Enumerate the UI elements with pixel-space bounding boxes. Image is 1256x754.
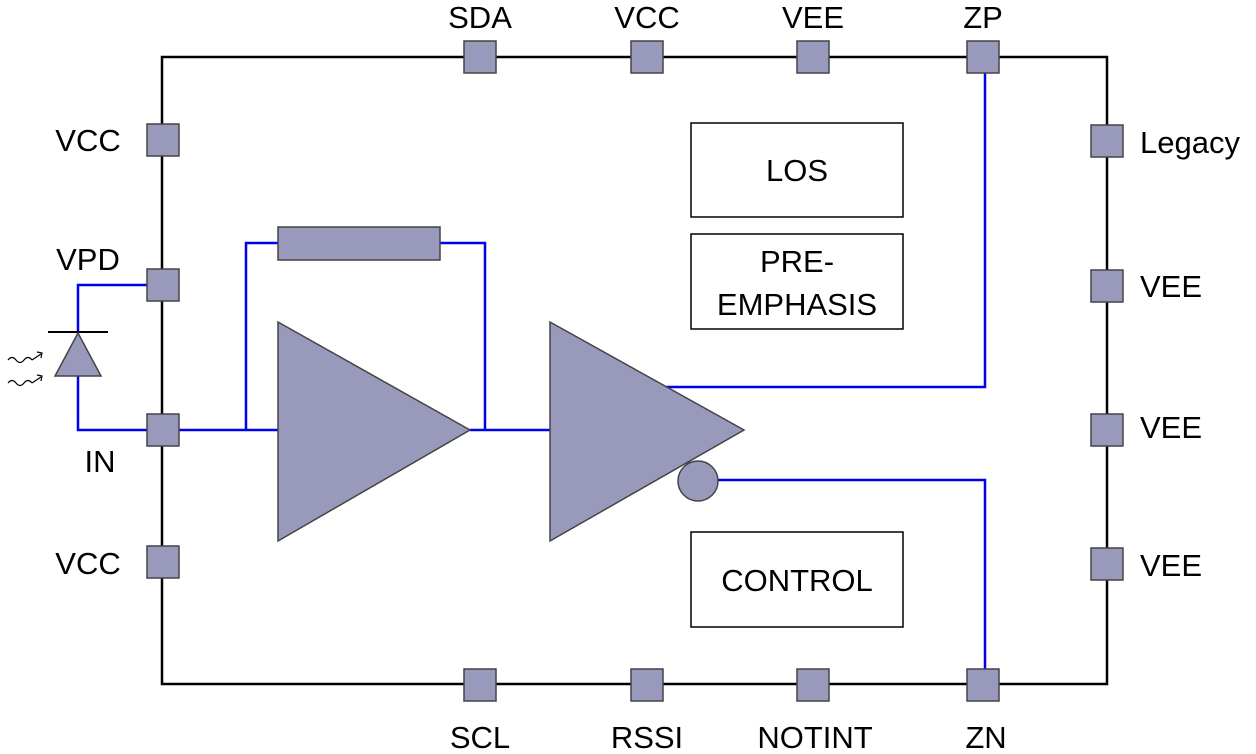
pin-label-left-vpd: VPD	[56, 242, 120, 277]
pin-label-right-vee-3: VEE	[1140, 548, 1202, 583]
pin-pad-top-zp	[966, 40, 1000, 74]
pads	[146, 40, 1124, 702]
pin-label-top-vee: VEE	[782, 0, 844, 35]
pin-pad-top-vee	[796, 40, 830, 74]
wire-photodiode-vpd	[76, 283, 162, 332]
pin-pad-bottom-scl	[463, 668, 497, 702]
control-block	[690, 531, 904, 628]
pin-label-left-vcc-bottom: VCC	[55, 546, 120, 581]
pin-pad-right-vee-2	[1090, 413, 1124, 447]
pin-label-bottom-zn: ZN	[965, 720, 1006, 754]
pin-label-right-vee-2: VEE	[1140, 410, 1202, 445]
pin-label-top-zp: ZP	[963, 0, 1003, 35]
pin-pad-left-vpd	[146, 268, 180, 302]
feedback-resistor-icon	[277, 226, 441, 261]
inversion-bubble-icon	[677, 460, 719, 502]
pin-pad-bottom-zn	[966, 668, 1000, 702]
pin-pad-left-vcc-top	[146, 123, 180, 157]
pin-pad-left-in	[146, 413, 180, 447]
amplifier-triangle-icon	[277, 320, 472, 543]
wire-feedback-right	[440, 241, 487, 430]
pin-label-right-vee-1: VEE	[1140, 269, 1202, 304]
pin-pad-right-vee-1	[1090, 269, 1124, 303]
amplifier-triangle-icon	[549, 320, 746, 543]
wire-photodiode-in	[76, 376, 162, 432]
wire-zn	[718, 478, 987, 670]
pin-label-top-sda: SDA	[448, 0, 512, 35]
pin-label-bottom-notint: NOTINT	[757, 720, 872, 754]
pin-pad-bottom-notint	[796, 668, 830, 702]
wire-feedback-left	[244, 241, 278, 430]
los-block	[690, 122, 904, 218]
pin-pad-top-vcc	[630, 40, 664, 74]
pin-label-left-in: IN	[85, 444, 116, 479]
pin-label-right-legacy: Legacy	[1140, 125, 1240, 160]
los-label: LOS	[766, 153, 828, 188]
pin-pad-top-sda	[463, 40, 497, 74]
pin-pad-left-vcc-bottom	[146, 545, 180, 579]
pin-label-top-vcc: VCC	[614, 0, 679, 35]
pin-pad-right-vee-3	[1090, 547, 1124, 581]
pin-label-bottom-rssi: RSSI	[611, 720, 683, 754]
control-label: CONTROL	[721, 563, 873, 598]
pin-label-bottom-scl: SCL	[450, 720, 510, 754]
photodiode-icon	[48, 331, 108, 377]
pin-label-left-vcc-top: VCC	[55, 123, 120, 158]
pin-pad-bottom-rssi	[630, 668, 664, 702]
pin-pad-right-legacy	[1090, 124, 1124, 158]
pre-emphasis-block	[690, 233, 904, 330]
light-wave-icon	[7, 351, 43, 387]
wires	[76, 72, 987, 670]
pre-emphasis-label-line2: EMPHASIS	[717, 287, 877, 322]
wire-zp	[665, 72, 987, 389]
pre-emphasis-label-line1: PRE-	[760, 244, 834, 279]
